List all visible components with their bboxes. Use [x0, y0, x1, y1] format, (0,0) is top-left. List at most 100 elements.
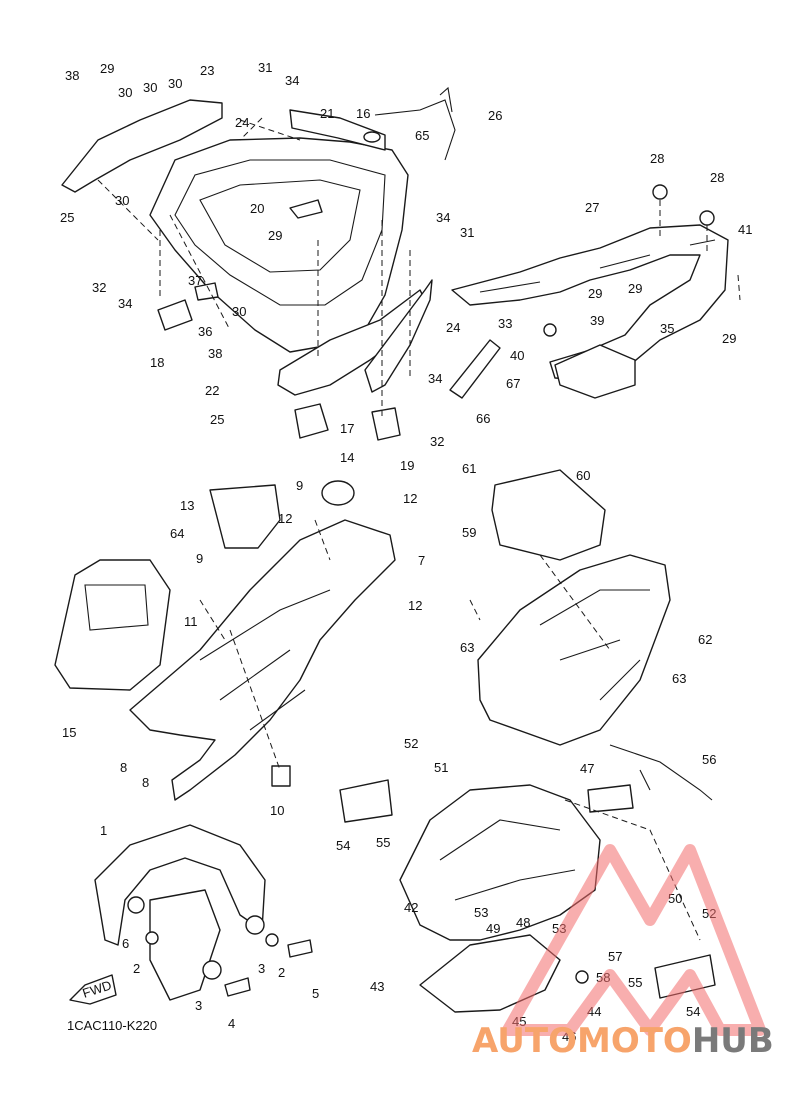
- callout-15: 15: [62, 725, 76, 740]
- bracket-60: [491, 469, 606, 561]
- reflector-47: [587, 784, 634, 813]
- callout-61: 61: [462, 461, 476, 476]
- grommet-65: [363, 131, 381, 143]
- rear-fender-inner-7: [129, 519, 396, 801]
- callout-7: 7: [418, 553, 425, 568]
- callout-20: 20: [250, 201, 264, 216]
- fender-stay: [149, 889, 221, 1001]
- callout-59: 59: [462, 525, 476, 540]
- seat-cowl-frame: [149, 137, 409, 353]
- assembly-lines-fender: [469, 554, 701, 941]
- callout-37: 37: [188, 273, 202, 288]
- callout-22: 22: [205, 383, 219, 398]
- collar-3b: [202, 960, 222, 980]
- callout-12: 12: [278, 511, 292, 526]
- callout-32: 32: [430, 434, 444, 449]
- watermark-text: AUTOMOTOHUB: [472, 1021, 774, 1061]
- callout-42: 42: [404, 900, 418, 915]
- callout-24: 24: [235, 115, 249, 130]
- callout-63: 63: [460, 640, 474, 655]
- reflector-54a: [339, 779, 393, 823]
- callout-12: 12: [408, 598, 422, 613]
- rear-fender-ribs: [199, 589, 331, 731]
- assembly-lines-bracket: [659, 200, 741, 301]
- seat-cowl-assembly: [61, 86, 501, 441]
- damper-17: [294, 403, 329, 439]
- callout-9: 9: [196, 551, 203, 566]
- callout-56: 56: [702, 752, 716, 767]
- callout-2: 2: [278, 965, 285, 980]
- watermark-moto: MOTO: [577, 1021, 692, 1061]
- cover-64: [209, 484, 281, 549]
- bolt-5: [287, 939, 313, 958]
- bracket-26: [374, 86, 456, 161]
- callout-18: 18: [150, 355, 164, 370]
- rear-frame-assembly: [54, 480, 396, 801]
- callout-14: 14: [340, 450, 354, 465]
- callout-39: 39: [590, 313, 604, 328]
- callout-63: 63: [672, 671, 686, 686]
- bracket-plate-lower: [554, 344, 636, 399]
- callout-55: 55: [376, 835, 390, 850]
- bolt-4: [224, 977, 251, 997]
- callout-28: 28: [650, 151, 664, 166]
- callout-41: 41: [738, 222, 752, 237]
- callout-62: 62: [698, 632, 712, 647]
- callout-3: 3: [195, 998, 202, 1013]
- callout-2: 2: [133, 961, 140, 976]
- nut-58: [575, 970, 589, 984]
- watermark-hub: HUB: [692, 1021, 774, 1061]
- callout-11: 11: [184, 614, 198, 629]
- callout-57: 57: [608, 949, 622, 964]
- side-cover-left-upper: [61, 99, 223, 193]
- seat-cowl-opening: [199, 179, 361, 273]
- callout-29: 29: [268, 228, 282, 243]
- callout-54: 54: [686, 1004, 700, 1019]
- callout-49: 49: [486, 921, 500, 936]
- callout-25: 25: [60, 210, 74, 225]
- callout-38: 38: [65, 68, 79, 83]
- pad-66: [449, 339, 501, 399]
- mudguard-42: [399, 784, 601, 941]
- callout-30: 30: [143, 80, 157, 95]
- callout-3: 3: [258, 961, 265, 976]
- watermark-triangle-icon: [502, 844, 766, 1036]
- callout-36: 36: [198, 324, 212, 339]
- callout-53: 53: [474, 905, 488, 920]
- callout-55: 55: [628, 975, 642, 990]
- fwd-arrow-icon: [69, 974, 117, 1005]
- callout-29: 29: [628, 281, 642, 296]
- callout-8: 8: [142, 775, 149, 790]
- callout-34: 34: [436, 210, 450, 225]
- diagram-code: 1CAC110-K220: [67, 1018, 157, 1033]
- callout-31: 31: [460, 225, 474, 240]
- callout-29: 29: [722, 331, 736, 346]
- watermark-auto: AUTO: [472, 1021, 577, 1061]
- tail-bracket-assembly: [451, 184, 741, 399]
- callout-48: 48: [516, 915, 530, 930]
- front-fender-assembly: [69, 824, 313, 1005]
- washer-2b: [265, 933, 279, 947]
- battery-case-15: [54, 559, 171, 691]
- assembly-lines-frame: [199, 519, 331, 771]
- seat-cowl-inner: [174, 159, 386, 306]
- assembly-lines-top: [97, 117, 411, 420]
- callout-17: 17: [340, 421, 354, 436]
- callout-9: 9: [296, 478, 303, 493]
- callout-25: 25: [210, 412, 224, 427]
- callout-33: 33: [498, 316, 512, 331]
- band-14: [321, 480, 355, 506]
- callout-31: 31: [258, 60, 272, 75]
- fender-62-ribs: [539, 589, 650, 701]
- callout-32: 32: [92, 280, 106, 295]
- callout-30: 30: [168, 76, 182, 91]
- callout-34: 34: [428, 371, 442, 386]
- grommet-28b: [699, 210, 715, 226]
- callout-65: 65: [415, 128, 429, 143]
- callout-51: 51: [434, 760, 448, 775]
- clip-20: [289, 199, 323, 219]
- washer-33: [543, 323, 557, 337]
- mudguard-ribs: [439, 819, 576, 901]
